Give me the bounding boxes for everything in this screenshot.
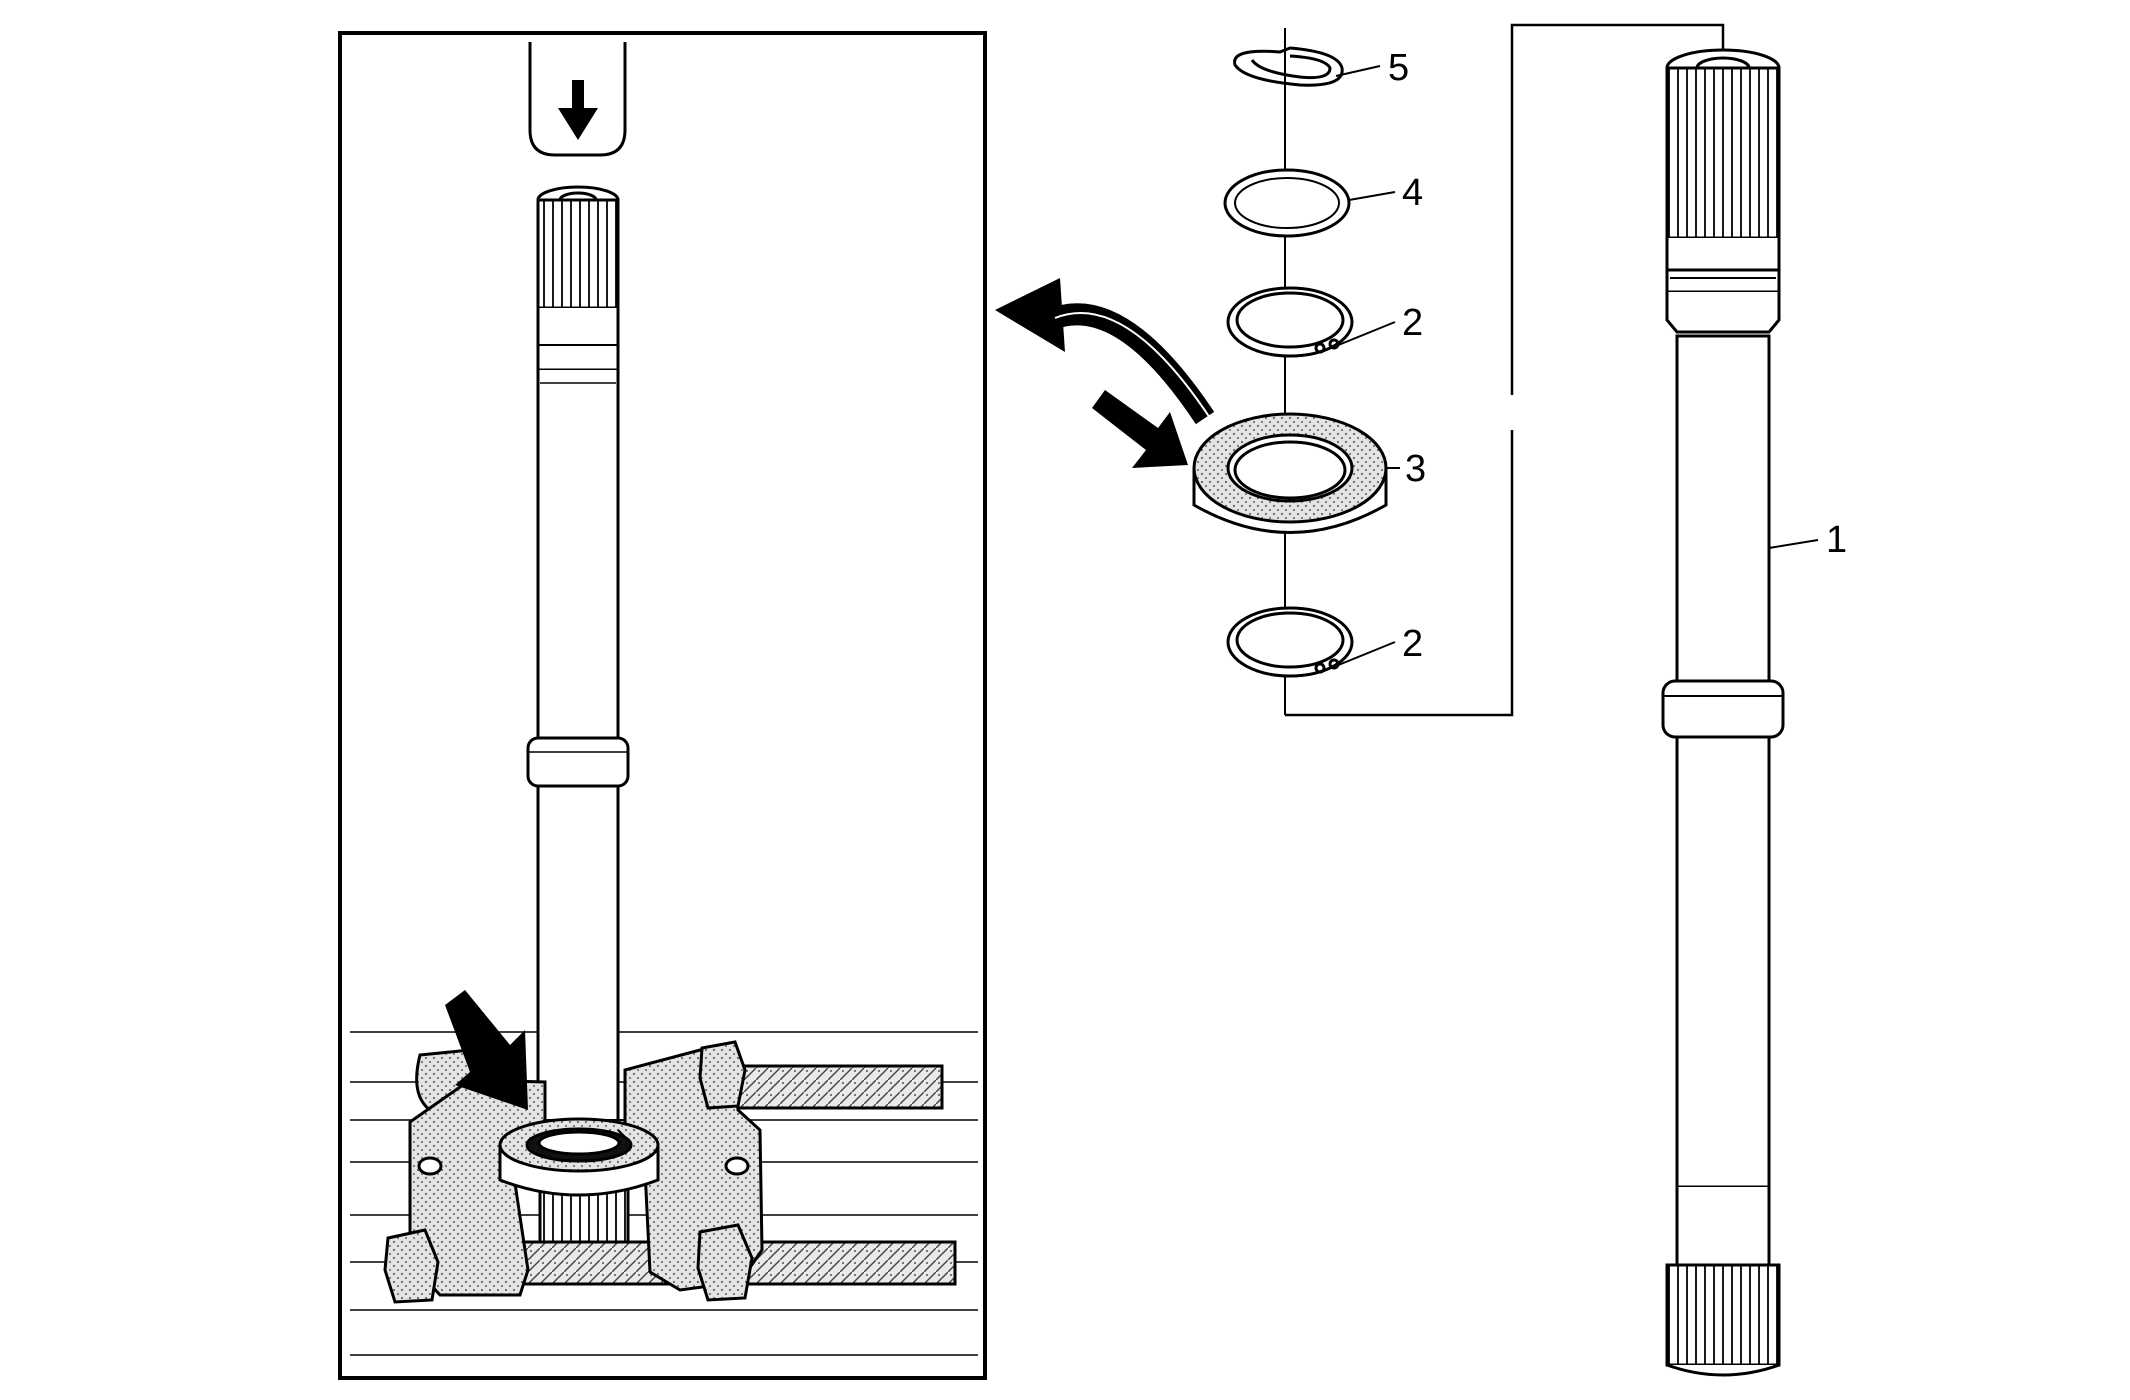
transfer-arrow-icon bbox=[995, 278, 1215, 425]
bearing-inspection-arrow-icon bbox=[1092, 390, 1188, 468]
callout-leaders bbox=[1335, 65, 1819, 667]
callout-bearing: 3 bbox=[1405, 448, 1426, 490]
callout-shaft: 1 bbox=[1826, 519, 1847, 561]
inset-shaft bbox=[526, 185, 630, 1152]
press-procedure-inset bbox=[338, 31, 987, 1380]
retaining-ring-upper bbox=[1226, 286, 1354, 358]
snap-ring bbox=[1233, 46, 1344, 87]
bearing bbox=[1192, 412, 1388, 534]
callout-washer: 4 bbox=[1402, 172, 1423, 214]
callout-snap-ring: 5 bbox=[1388, 47, 1409, 89]
press-down-arrow-icon bbox=[558, 80, 598, 140]
retaining-ring-lower bbox=[1226, 606, 1354, 678]
inset-bearing bbox=[498, 1117, 660, 1197]
assembly-bracket bbox=[1285, 408, 1514, 717]
exploded-parts bbox=[1092, 23, 1725, 717]
output-shaft bbox=[1661, 48, 1785, 1377]
bearing-arrow-icon bbox=[445, 990, 528, 1110]
washer bbox=[1223, 168, 1351, 238]
callout-retaining-ring-upper: 2 bbox=[1402, 302, 1423, 344]
callout-retaining-ring-lower: 2 bbox=[1402, 623, 1423, 665]
